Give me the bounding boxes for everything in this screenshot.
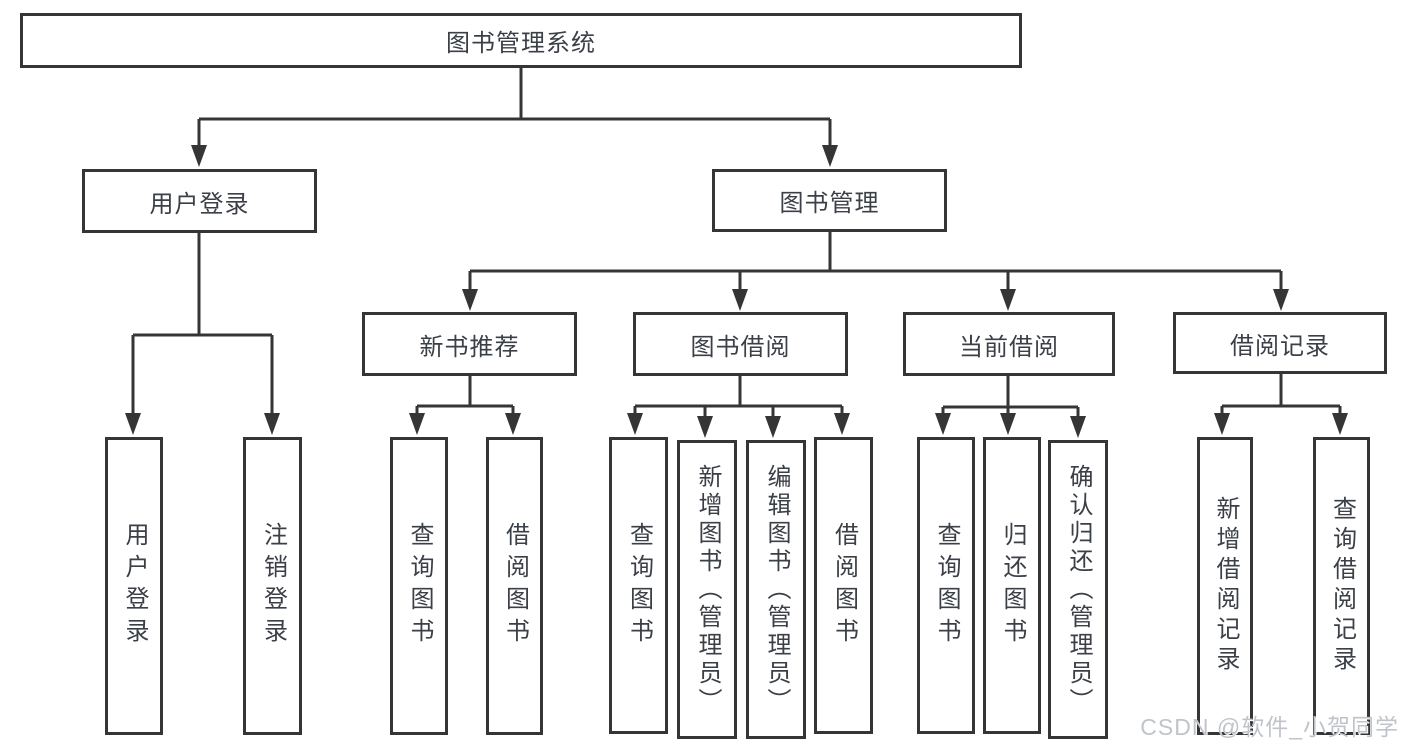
leaf-records-add-record: 新增借阅记录 — [1197, 437, 1253, 735]
leaf-borrowing-add-books-admin: 新增图书（管理员） — [677, 440, 737, 739]
node-current-borrowing: 当前借阅 — [903, 312, 1115, 376]
leaf-newrec-borrow-books: 借阅图书 — [486, 437, 543, 735]
leaf-user-login: 用户登录 — [105, 437, 163, 735]
leaf-borrowing-edit-books-admin: 编辑图书（管理员） — [746, 440, 806, 739]
csdn-watermark: CSDN @软件_小贺同学 — [1140, 714, 1399, 740]
leaf-sign-out-login: 注销登录 — [243, 437, 302, 735]
leaf-borrowing-borrow-books: 借阅图书 — [814, 437, 873, 734]
leaf-borrowing-query-books: 查询图书 — [609, 437, 668, 734]
node-new-book-recommend: 新书推荐 — [362, 312, 577, 376]
leaf-current-query-books: 查询图书 — [917, 437, 975, 734]
node-book-management: 图书管理 — [712, 169, 947, 232]
leaf-current-return-books: 归还图书 — [983, 437, 1041, 734]
leaf-newrec-query-books: 查询图书 — [390, 437, 448, 735]
node-user-login: 用户登录 — [82, 169, 317, 233]
node-borrow-records: 借阅记录 — [1173, 312, 1387, 374]
node-book-borrowing: 图书借阅 — [633, 312, 848, 376]
node-library-management-system: 图书管理系统 — [20, 13, 1022, 68]
leaf-records-query-record: 查询借阅记录 — [1313, 437, 1370, 735]
leaf-current-confirm-return-admin: 确认归还（管理员） — [1048, 440, 1108, 739]
